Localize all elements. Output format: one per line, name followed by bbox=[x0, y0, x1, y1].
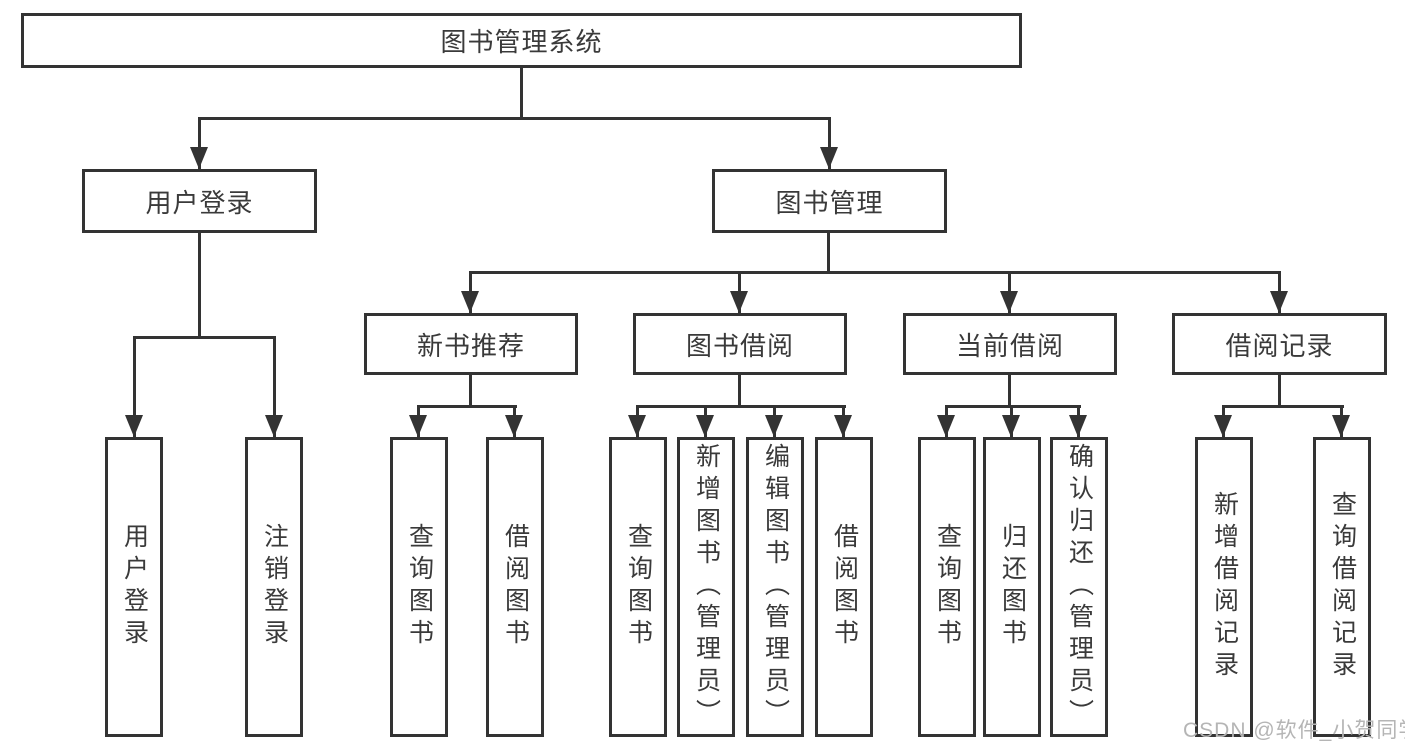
node-book-management: 图书管理 bbox=[712, 169, 947, 233]
connector-line bbox=[945, 405, 1081, 408]
connector-line bbox=[469, 271, 1281, 274]
arrow-down-icon bbox=[730, 291, 748, 313]
node-user-login: 用户登录 bbox=[82, 169, 317, 233]
node-current-borrow: 当前借阅 bbox=[903, 313, 1117, 375]
connector-line bbox=[198, 117, 831, 120]
node-library-management-system: 图书管理系统 bbox=[21, 13, 1022, 68]
leaf-edit-book-admin: 编辑图书（管理员） bbox=[746, 437, 804, 737]
arrow-down-icon bbox=[937, 415, 955, 437]
arrow-down-icon bbox=[125, 415, 143, 437]
connector-line bbox=[273, 336, 276, 437]
connector-line bbox=[1278, 375, 1281, 408]
connector-line bbox=[417, 405, 517, 408]
connector-line bbox=[469, 375, 472, 408]
leaf-user-login: 用户登录 bbox=[105, 437, 163, 737]
arrow-down-icon bbox=[765, 415, 783, 437]
arrow-down-icon bbox=[409, 415, 427, 437]
connector-line bbox=[198, 117, 201, 169]
leaf-confirm-return-admin: 确认归还（管理员） bbox=[1050, 437, 1108, 737]
connector-line bbox=[738, 375, 741, 408]
leaf-add-borrow-record: 新增借阅记录 bbox=[1195, 437, 1253, 737]
connector-line bbox=[827, 233, 830, 274]
leaf-query-book-3: 查询图书 bbox=[918, 437, 976, 737]
connector-line bbox=[828, 117, 831, 169]
arrow-down-icon bbox=[1270, 291, 1288, 313]
arrow-down-icon bbox=[1332, 415, 1350, 437]
node-book-borrow: 图书借阅 bbox=[633, 313, 847, 375]
connector-line bbox=[520, 68, 523, 118]
arrow-down-icon bbox=[1069, 415, 1087, 437]
node-borrow-record: 借阅记录 bbox=[1172, 313, 1387, 375]
connector-line bbox=[1008, 375, 1011, 408]
connector-line bbox=[198, 233, 201, 336]
connector-line bbox=[133, 336, 276, 339]
arrow-down-icon bbox=[265, 415, 283, 437]
arrow-down-icon bbox=[696, 415, 714, 437]
connector-line bbox=[1222, 405, 1344, 408]
arrow-down-icon bbox=[820, 147, 838, 169]
arrow-down-icon bbox=[1000, 291, 1018, 313]
node-new-book-recommend: 新书推荐 bbox=[364, 313, 578, 375]
connector-line bbox=[636, 405, 846, 408]
arrow-down-icon bbox=[505, 415, 523, 437]
leaf-query-borrow-record: 查询借阅记录 bbox=[1313, 437, 1371, 737]
leaf-query-book-2: 查询图书 bbox=[609, 437, 667, 737]
leaf-query-book-1: 查询图书 bbox=[390, 437, 448, 737]
csdn-watermark: CSDN @软件_小贺同学 bbox=[1183, 719, 1405, 742]
leaf-borrow-book-2: 借阅图书 bbox=[815, 437, 873, 737]
arrow-down-icon bbox=[1214, 415, 1232, 437]
connector-line bbox=[133, 336, 136, 437]
arrow-down-icon bbox=[461, 291, 479, 313]
arrow-down-icon bbox=[190, 147, 208, 169]
leaf-borrow-book-1: 借阅图书 bbox=[486, 437, 544, 737]
arrow-down-icon bbox=[834, 415, 852, 437]
arrow-down-icon bbox=[628, 415, 646, 437]
leaf-return-book: 归还图书 bbox=[983, 437, 1041, 737]
arrow-down-icon bbox=[1002, 415, 1020, 437]
leaf-add-book-admin: 新增图书（管理员） bbox=[677, 437, 735, 737]
leaf-logout: 注销登录 bbox=[245, 437, 303, 737]
